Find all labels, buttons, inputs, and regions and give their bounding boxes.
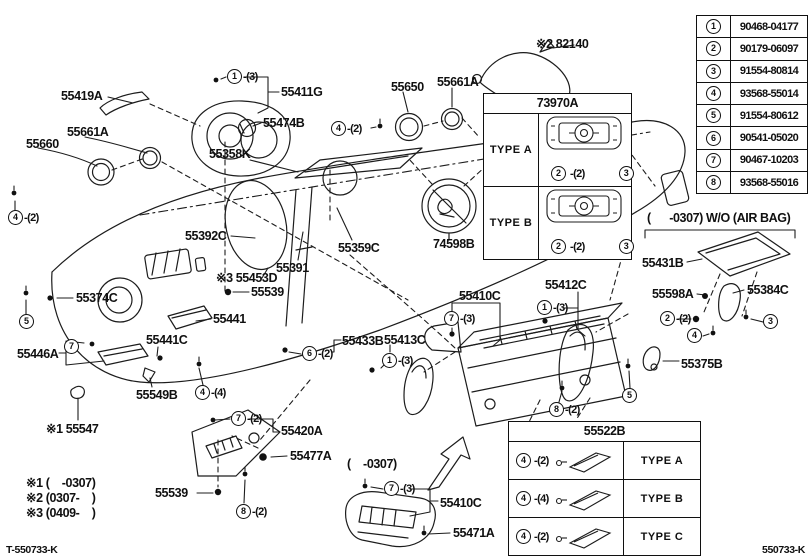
table-row: 6 90541-05020 bbox=[697, 127, 807, 150]
callout-qty: -(2) bbox=[570, 167, 585, 180]
table-row: 5 91554-80612 bbox=[697, 105, 807, 128]
type-label: TYPE C bbox=[640, 530, 684, 543]
table-row: 4 -(2) TYPE A bbox=[509, 442, 700, 480]
callout-number: 4 bbox=[706, 86, 721, 102]
part-number: 90467-10203 bbox=[739, 154, 799, 167]
callout-cell: 1 bbox=[697, 16, 731, 38]
table-row: 4 -(2) TYPE C bbox=[509, 518, 700, 555]
table-row: 4 93568-55014 bbox=[697, 82, 807, 106]
callout-number: 8 bbox=[706, 175, 721, 191]
box-55522b: 55522B 4 -(2) TYPE A 4 -(4) bbox=[508, 421, 701, 556]
callout-number: 4 bbox=[516, 491, 531, 506]
table-row: 7 90467-10203 bbox=[697, 149, 807, 173]
type-label: TYPE B bbox=[640, 492, 684, 505]
callout-cell: 2 bbox=[697, 38, 731, 60]
drawing-code-right: 550733-K bbox=[762, 544, 805, 556]
callout-qty: -(2) bbox=[534, 454, 549, 467]
part-number: 90179-06097 bbox=[739, 42, 799, 55]
callout-qty: -(2) bbox=[570, 240, 585, 253]
part-number: 90468-04177 bbox=[739, 20, 799, 33]
fastener-parts-table: 1 90468-04177 2 90179-06097 3 91554-8081… bbox=[696, 15, 808, 195]
type-illustration: 2 -(2) 3 bbox=[539, 187, 634, 259]
table-row: TYPE B 2 -(2) 3 bbox=[484, 187, 634, 259]
type-label: TYPE A bbox=[640, 454, 684, 467]
part-number: 91554-80814 bbox=[739, 65, 799, 78]
callout-cell: 7 bbox=[697, 149, 731, 172]
callout-number: 2 bbox=[551, 166, 566, 181]
table-row: 1 90468-04177 bbox=[697, 16, 807, 39]
box-title: 73970A bbox=[484, 94, 631, 114]
box-title: 55522B bbox=[509, 422, 700, 442]
type-label: TYPE B bbox=[484, 187, 539, 259]
callout-cell: 4 bbox=[697, 82, 731, 105]
callout-number: 5 bbox=[706, 108, 721, 124]
table-row: 4 -(4) TYPE B bbox=[509, 480, 700, 518]
callout-qty: -(4) bbox=[534, 492, 549, 505]
callout-cell: 3 bbox=[697, 60, 731, 82]
part-number: 93568-55016 bbox=[739, 176, 799, 189]
callout-number: 3 bbox=[618, 239, 634, 254]
callout-qty: -(2) bbox=[534, 530, 549, 543]
table-row: 3 91554-80814 bbox=[697, 60, 807, 83]
callout-number: 1 bbox=[706, 19, 721, 35]
type-label: TYPE A bbox=[484, 114, 539, 186]
callout-number: 2 bbox=[551, 239, 566, 254]
part-number: 93568-55014 bbox=[739, 87, 799, 100]
callout-number: 3 bbox=[618, 166, 634, 181]
callout-number: 7 bbox=[706, 152, 721, 168]
callout-number: 6 bbox=[706, 130, 721, 146]
speaker-sketch bbox=[546, 116, 622, 150]
trim-sketch bbox=[555, 489, 612, 511]
table-row: 8 93568-55016 bbox=[697, 172, 807, 194]
type-illustration: 4 -(2) bbox=[509, 518, 624, 555]
type-illustration: 4 -(2) bbox=[509, 442, 624, 479]
callout-number: 3 bbox=[706, 63, 721, 79]
drawing-code-left: T-550733-K bbox=[6, 544, 58, 556]
callout-cell: 5 bbox=[697, 105, 731, 127]
type-illustration: 2 -(2) 3 bbox=[539, 114, 634, 186]
type-illustration: 4 -(4) bbox=[509, 480, 624, 517]
table-row: TYPE A 2 -(2) 3 bbox=[484, 114, 634, 187]
callout-number: 2 bbox=[706, 41, 721, 57]
callout-number: 4 bbox=[516, 453, 531, 468]
box-73970a: 73970A TYPE A 2 -(2) 3 bbox=[483, 93, 634, 260]
callout-number: 4 bbox=[516, 529, 531, 544]
trim-sketch bbox=[555, 527, 612, 549]
trim-sketch bbox=[555, 451, 612, 473]
callout-cell: 6 bbox=[697, 127, 731, 149]
table-row: 2 90179-06097 bbox=[697, 38, 807, 61]
callout-cell: 8 bbox=[697, 172, 731, 194]
part-number: 91554-80612 bbox=[739, 109, 799, 122]
speaker-sketch bbox=[546, 189, 622, 223]
part-number: 90541-05020 bbox=[739, 132, 799, 145]
